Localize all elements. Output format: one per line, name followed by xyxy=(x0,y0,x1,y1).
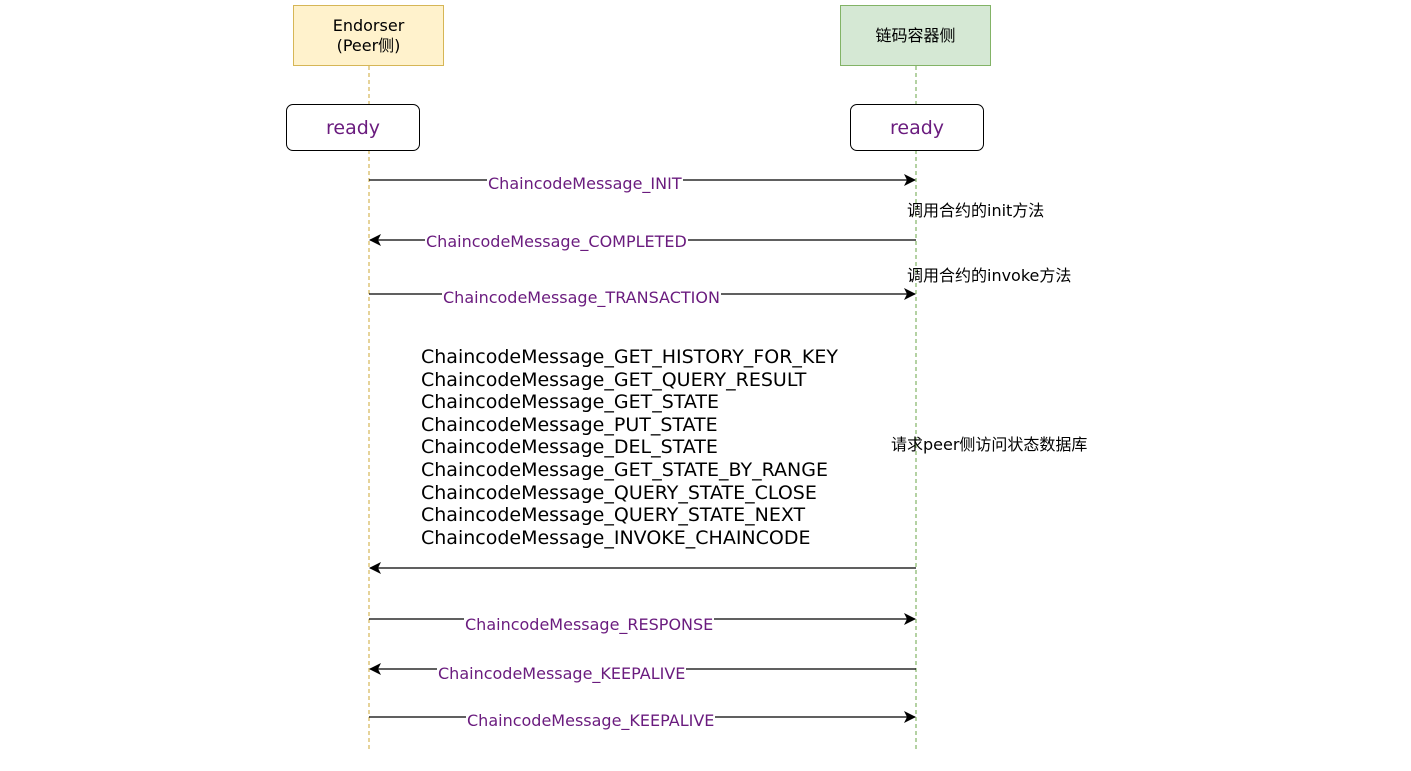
chaincode-ready-state: ready xyxy=(850,104,984,151)
endorser-title: Endorser (Peer侧) xyxy=(332,15,405,55)
endorser-participant: Endorser (Peer侧) xyxy=(293,5,444,66)
request-item: ChaincodeMessage_PUT_STATE xyxy=(421,413,718,436)
message-label-completed: ChaincodeMessage_COMPLETED xyxy=(425,232,688,252)
note-init: 调用合约的init方法 xyxy=(907,201,1045,220)
message-label-init: ChaincodeMessage_INIT xyxy=(487,174,683,194)
request-item: ChaincodeMessage_GET_STATE xyxy=(421,391,720,414)
message-label-response: ChaincodeMessage_RESPONSE xyxy=(464,615,715,635)
request-item: ChaincodeMessage_GET_QUERY_RESULT xyxy=(421,368,807,391)
request-item: ChaincodeMessage_QUERY_STATE_CLOSE xyxy=(421,481,817,504)
request-item: ChaincodeMessage_DEL_STATE xyxy=(421,436,718,459)
note-state-db: 请求peer侧访问状态数据库 xyxy=(891,435,1088,454)
endorser-ready-state: ready xyxy=(286,104,420,151)
state-request-list: ChaincodeMessage_GET_HISTORY_FOR_KEY Cha… xyxy=(421,346,838,549)
chaincode-ready-label: ready xyxy=(889,116,945,139)
request-item: ChaincodeMessage_INVOKE_CHAINCODE xyxy=(421,526,811,549)
note-invoke: 调用合约的invoke方法 xyxy=(907,266,1072,285)
message-label-transaction: ChaincodeMessage_TRANSACTION xyxy=(442,288,721,308)
request-item: ChaincodeMessage_QUERY_STATE_NEXT xyxy=(421,504,806,527)
chaincode-participant: 链码容器侧 xyxy=(840,5,991,66)
endorser-ready-label: ready xyxy=(325,116,381,139)
message-label-keepalive-out: ChaincodeMessage_KEEPALIVE xyxy=(466,711,716,731)
chaincode-title: 链码容器侧 xyxy=(875,25,956,45)
request-item: ChaincodeMessage_GET_STATE_BY_RANGE xyxy=(421,458,828,481)
message-label-keepalive-in: ChaincodeMessage_KEEPALIVE xyxy=(437,664,687,684)
request-item: ChaincodeMessage_GET_HISTORY_FOR_KEY xyxy=(421,346,838,368)
